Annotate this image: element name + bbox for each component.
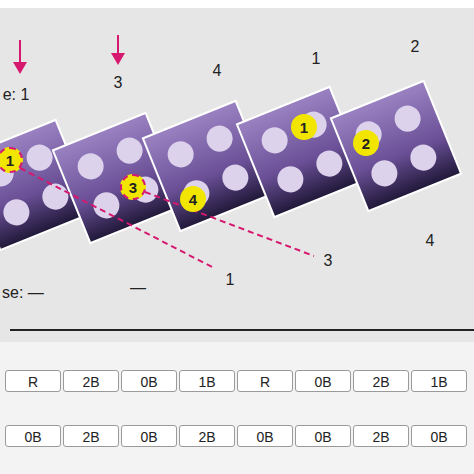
- table-panel: [0, 342, 474, 474]
- table-cell: 1B: [411, 370, 467, 392]
- column-number: 2: [411, 38, 420, 56]
- table-cell: R: [5, 370, 61, 392]
- divider-line: [10, 329, 474, 331]
- table-cell: 2B: [353, 370, 409, 392]
- table-cell: 0B: [295, 425, 351, 447]
- table-cell: 0B: [121, 370, 177, 392]
- response-label: —: [130, 279, 146, 297]
- table-cell: R: [237, 370, 293, 392]
- callout-number: 2: [362, 135, 370, 152]
- table-cell: 0B: [237, 425, 293, 447]
- table-cell: 2B: [63, 425, 119, 447]
- table-cell: 2B: [179, 425, 235, 447]
- table-cell: 0B: [411, 425, 467, 447]
- column-number: 3: [114, 74, 123, 92]
- column-number: 1: [312, 50, 321, 68]
- pink-arrows: [13, 35, 125, 74]
- table-cell: 0B: [295, 370, 351, 392]
- callout-number: 3: [324, 252, 333, 270]
- response-label: e: 1: [3, 86, 30, 104]
- highlight-circle: 3: [120, 174, 146, 200]
- callout-number: 1: [300, 119, 308, 136]
- highlight-circle: 1: [291, 114, 317, 140]
- callout-number: 1: [226, 271, 235, 289]
- column-number: 4: [426, 232, 435, 250]
- table-cell: 1B: [179, 370, 235, 392]
- table-cell: 0B: [5, 425, 61, 447]
- callout-number: 1: [6, 152, 14, 169]
- callout-number: 4: [189, 191, 197, 208]
- highlight-circle: 2: [353, 130, 379, 156]
- leader-lines: [20, 168, 314, 268]
- table-cell: 2B: [63, 370, 119, 392]
- background-panel: [0, 8, 474, 342]
- highlight-circle: 4: [180, 186, 206, 212]
- table-cell: 0B: [121, 425, 177, 447]
- column-number: 4: [213, 62, 222, 80]
- table-cell: 2B: [353, 425, 409, 447]
- callout-number: 3: [129, 179, 137, 196]
- response-label: se: —: [2, 284, 44, 302]
